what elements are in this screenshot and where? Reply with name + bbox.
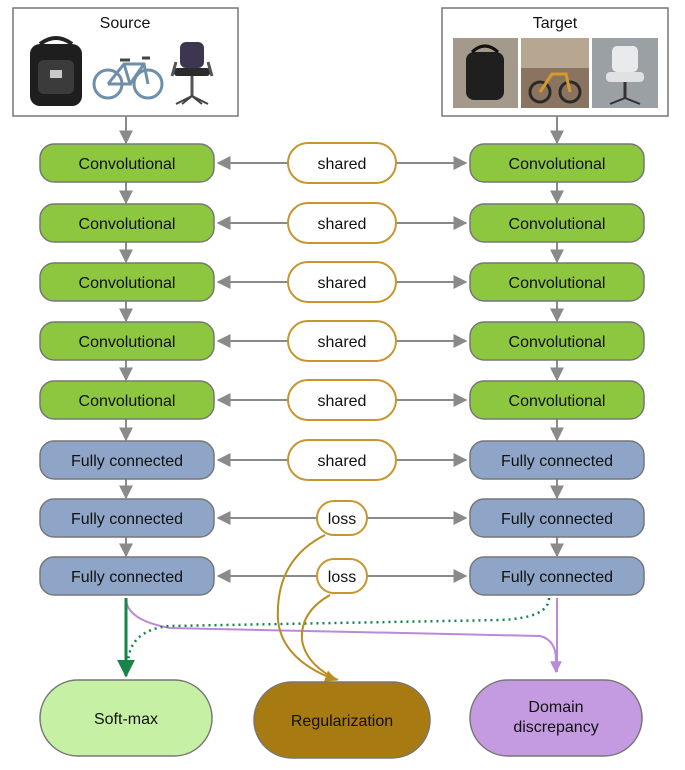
right-layer-node — [469, 440, 645, 480]
loss-label: loss — [328, 511, 356, 528]
layer-row: Fully connected Fully connected loss — [39, 556, 645, 596]
left-layer-node — [39, 321, 215, 361]
right-layer-label: Fully connected — [501, 453, 613, 470]
right-layer-node — [469, 262, 645, 302]
right-layer-label: Fully connected — [501, 569, 613, 586]
right-layer-label: Convolutional — [509, 334, 606, 351]
left-layer-label: Convolutional — [79, 334, 176, 351]
right-layer-node — [469, 321, 645, 361]
source-title: Source — [100, 15, 151, 32]
left-layer-node — [39, 440, 215, 480]
layer-row: Convolutional Convolutional shared — [39, 261, 645, 323]
shared-bubble — [287, 320, 397, 362]
domain-label-line1: Domain — [528, 699, 583, 716]
left-layer-label: Fully connected — [71, 453, 183, 470]
loss2-regularization-arrow — [300, 594, 339, 681]
office-chair-photo — [592, 38, 658, 108]
right-layer-node — [469, 143, 645, 183]
target-panel: Target — [441, 7, 669, 117]
shared-label: shared — [318, 334, 367, 351]
bicycle-photo — [521, 38, 589, 108]
target-title: Target — [533, 15, 578, 32]
layer-row: Convolutional Convolutional shared — [39, 142, 645, 205]
softmax-label: Soft-max — [94, 711, 158, 728]
right-layer-node — [469, 556, 645, 596]
right-layer-label: Convolutional — [509, 275, 606, 292]
left-layer-label: Convolutional — [79, 156, 176, 173]
left-layer-node — [39, 498, 215, 538]
left-layer-node — [39, 380, 215, 420]
loss-label: loss — [328, 569, 356, 586]
shared-bubble — [287, 379, 397, 421]
left-layer-node — [39, 203, 215, 243]
shared-bubble — [287, 439, 397, 481]
softmax-node: Soft-max — [39, 679, 213, 757]
right-layer-label: Convolutional — [509, 216, 606, 233]
shared-label: shared — [318, 216, 367, 233]
source-domain-arrow — [125, 597, 562, 674]
right-layer-node — [469, 498, 645, 538]
backpack-photo — [453, 38, 518, 108]
loss-bubble — [316, 500, 368, 536]
layer-row: Convolutional Convolutional shared — [39, 320, 645, 382]
layer-row: Fully connected Fully connected loss — [39, 498, 645, 558]
shared-label: shared — [318, 156, 367, 173]
left-layer-label: Convolutional — [79, 393, 176, 410]
right-layer-node — [469, 203, 645, 243]
backpack-icon — [30, 36, 82, 106]
left-layer-label: Convolutional — [79, 275, 176, 292]
source-panel: Source — [12, 7, 239, 117]
left-layer-node — [39, 143, 215, 183]
output-connections — [117, 534, 562, 682]
loss1-regularization-arrow — [276, 534, 338, 682]
right-layer-label: Fully connected — [501, 511, 613, 528]
layer-row: Convolutional Convolutional shared — [39, 202, 645, 264]
shared-bubble — [287, 261, 397, 303]
domain-discrepancy-node: Domain discrepancy — [469, 679, 643, 757]
shared-bubble — [287, 142, 397, 184]
left-layer-label: Convolutional — [79, 216, 176, 233]
layer-row: Fully connected Fully connected shared — [39, 439, 645, 500]
shared-label: shared — [318, 275, 367, 292]
right-layer-node — [469, 380, 645, 420]
loss-bubble — [316, 558, 368, 594]
right-layer-label: Convolutional — [509, 393, 606, 410]
office-chair-icon — [170, 42, 214, 105]
layer-row: Convolutional Convolutional shared — [39, 379, 645, 442]
target-softmax-dotted-arrow — [126, 597, 551, 666]
shared-label: shared — [318, 453, 367, 470]
regularization-node: Regularization — [253, 681, 431, 759]
bicycle-icon — [92, 56, 164, 100]
domain-label-line2: discrepancy — [513, 719, 598, 736]
shared-bubble — [287, 202, 397, 244]
right-layer-label: Convolutional — [509, 156, 606, 173]
left-layer-node — [39, 262, 215, 302]
regularization-label: Regularization — [291, 713, 393, 730]
left-layer-label: Fully connected — [71, 569, 183, 586]
left-layer-node — [39, 556, 215, 596]
shared-label: shared — [318, 393, 367, 410]
left-layer-label: Fully connected — [71, 511, 183, 528]
